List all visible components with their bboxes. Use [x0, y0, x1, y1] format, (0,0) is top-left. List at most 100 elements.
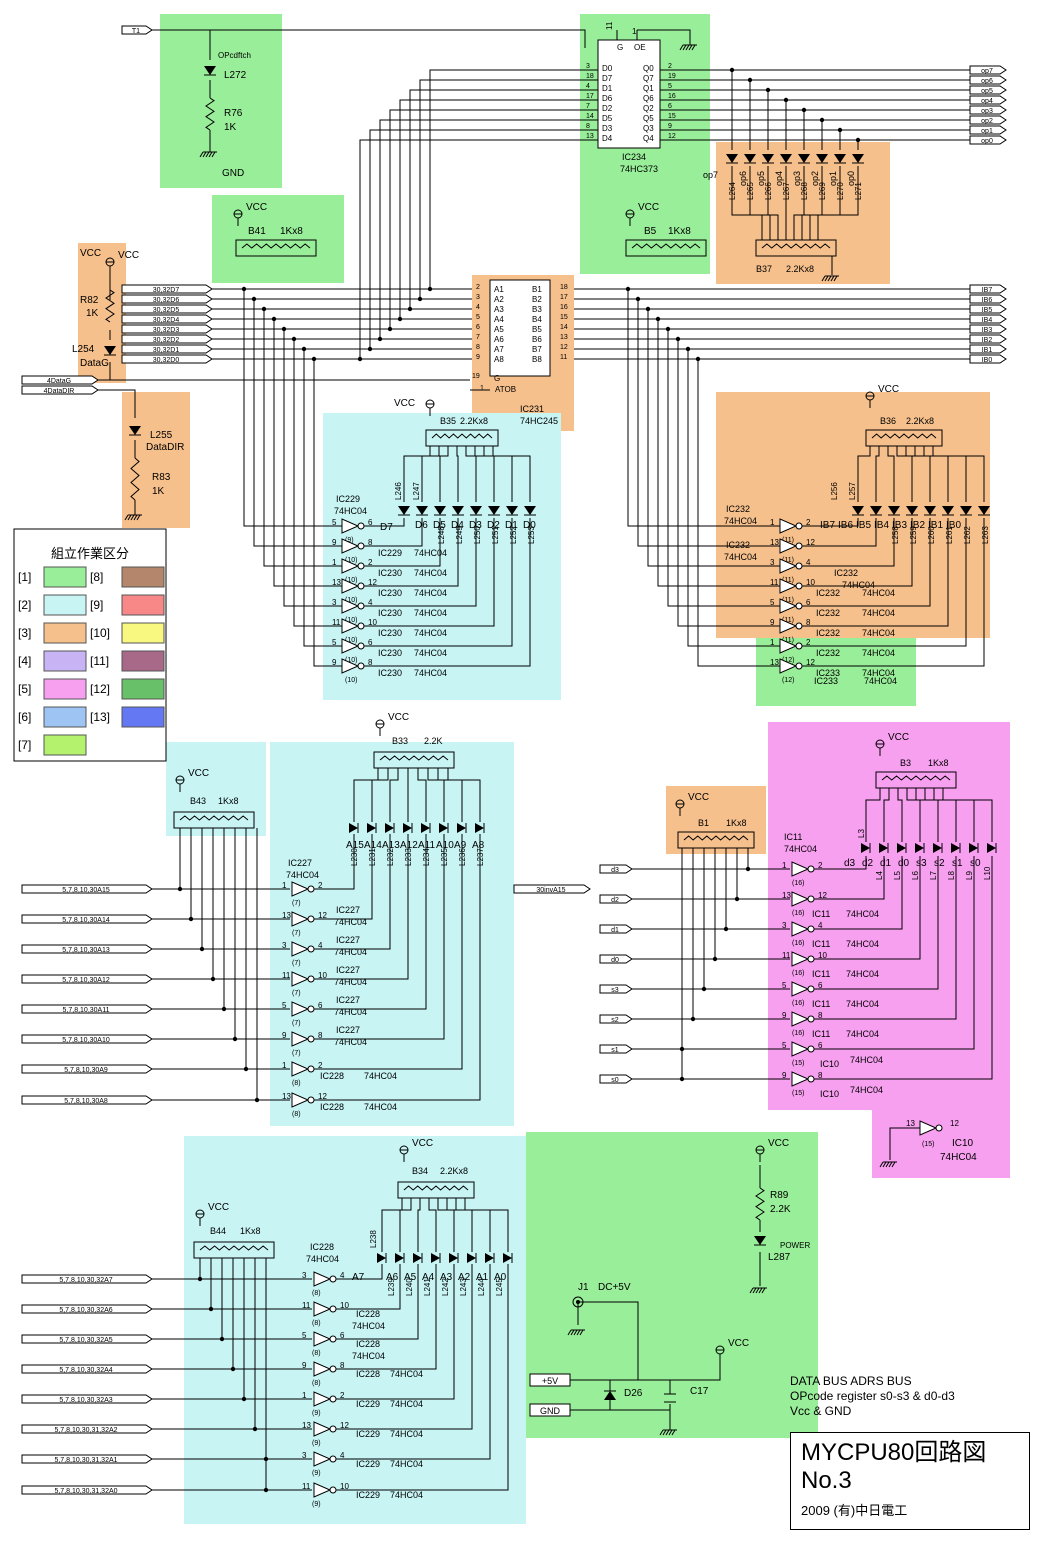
ic-type: 74HC04	[846, 909, 879, 919]
signal-port-label: 5,7,8,10,30A13	[62, 947, 110, 954]
junction-dot	[801, 107, 807, 113]
signal-port-label: s2	[611, 1017, 619, 1024]
inverter-output-wire	[814, 856, 885, 900]
footer-text: 2009 (有)中日電工	[801, 1503, 908, 1518]
pullup-wire	[447, 768, 481, 822]
inverter-symbol	[779, 658, 798, 674]
pin-number: 1	[302, 1391, 307, 1400]
pin-number: 11	[332, 618, 341, 627]
junction-dot	[221, 1006, 227, 1012]
led-ref: L240	[405, 1278, 414, 1296]
pullup-wire	[417, 1198, 421, 1252]
led-symbol	[861, 843, 870, 853]
signal-port	[121, 354, 213, 364]
gnd-hatch	[761, 1287, 766, 1294]
junction-dot	[675, 336, 681, 342]
part-ref: L287	[768, 1252, 791, 1263]
dc-jack-pin	[576, 1300, 580, 1304]
inverter-symbol	[313, 1421, 332, 1437]
pin-name: A8	[494, 355, 504, 364]
pin-number: 5	[332, 518, 337, 527]
part-value: GND	[222, 168, 244, 179]
gnd-hatch	[824, 275, 829, 282]
signal-port-label: 30,32D2	[153, 337, 180, 344]
ic-ref: IC10	[820, 1059, 839, 1069]
led-symbol	[367, 823, 376, 833]
junction-dot	[251, 296, 257, 302]
signal-port-label: 5,7,8,10,30,31,32A2	[54, 1427, 117, 1434]
signal-port-label: 5,7,8,10,30A15	[62, 887, 110, 894]
led-ref: L9	[965, 871, 974, 880]
pin-number: 1	[770, 518, 775, 527]
ic-ref: IC227	[336, 965, 360, 975]
led-symbol	[978, 506, 990, 515]
pin-number: 12	[818, 891, 827, 900]
resistor-network-zigzag	[761, 243, 831, 249]
gnd-hatch	[130, 514, 135, 521]
inverter-symbol	[779, 558, 798, 574]
data-fan-line	[369, 129, 598, 349]
pin-number: 9	[770, 618, 775, 627]
vcc-label: VCC	[878, 384, 899, 395]
led-label: IB3	[892, 520, 907, 531]
inverter-bubble	[329, 1425, 337, 1433]
inverter-bubble	[329, 1486, 337, 1494]
pin-number: (12)	[782, 677, 794, 684]
inverter-bubble	[795, 602, 803, 610]
junction-dot	[855, 137, 861, 143]
pin-number: 9	[782, 1011, 787, 1020]
signal-port	[21, 1394, 153, 1404]
pin-number: (16)	[792, 880, 804, 887]
junction-dot	[819, 117, 825, 123]
pin-name: B5	[532, 325, 542, 334]
inverter-bubble	[329, 1335, 337, 1343]
ic-type: 74HC04	[390, 1399, 423, 1409]
vcc-label: VCC	[888, 732, 909, 743]
led-ref: L261	[945, 526, 954, 544]
inverter-output-wire	[336, 1264, 491, 1460]
inverter-bubble	[807, 865, 815, 873]
signal-port	[121, 284, 213, 294]
ic-type: 74HC04	[846, 939, 879, 949]
pin-name: D5	[602, 114, 613, 123]
pin-number: (10)	[345, 637, 357, 644]
b5-network	[625, 239, 707, 257]
junction-dot	[701, 986, 707, 992]
signal-port-label: op6	[981, 78, 993, 85]
legend-item-label: [3]	[18, 626, 31, 640]
pin-name: B3	[532, 305, 542, 314]
gnd-hatch	[882, 1161, 887, 1168]
signal-port	[969, 324, 1007, 334]
ic-type: 74HC04	[724, 552, 757, 562]
led-symbol	[413, 1253, 422, 1263]
legend-swatch	[43, 622, 87, 644]
signal-port	[599, 1074, 633, 1084]
inverter-input-wire	[657, 319, 780, 587]
signal-port-label: op0	[981, 138, 993, 145]
pin-number: 11	[302, 1482, 311, 1491]
part-value: 2.2K	[770, 1204, 791, 1215]
resistor	[205, 97, 215, 131]
legend-swatch	[121, 650, 165, 672]
pin-name: D0	[602, 64, 613, 73]
pin-number: 9	[476, 354, 480, 361]
inverter-output-wire	[314, 834, 445, 1040]
ic-ref: IC228	[356, 1339, 380, 1349]
resistor-network-zigzag	[683, 835, 749, 841]
signal-port-label: s0	[611, 1077, 619, 1084]
led-label: A5	[404, 1272, 417, 1283]
led-ref: L252	[509, 526, 518, 544]
led-symbol	[942, 506, 954, 515]
pin-name: A3	[494, 305, 504, 314]
pin-number: (16)	[792, 1030, 804, 1037]
pin-number: 12	[806, 538, 815, 547]
junction-dot	[219, 1336, 225, 1342]
pin-number: 5	[770, 598, 775, 607]
legend-swatch	[121, 566, 165, 588]
inverter-output-wire	[314, 834, 427, 1010]
inverter-symbol	[313, 1301, 332, 1317]
dc-jack-symbol	[572, 1296, 584, 1308]
gnd-hatch	[668, 1429, 673, 1436]
junction-dot	[745, 866, 751, 872]
signal-port-label: 5,7,8,10,30A12	[62, 977, 110, 984]
